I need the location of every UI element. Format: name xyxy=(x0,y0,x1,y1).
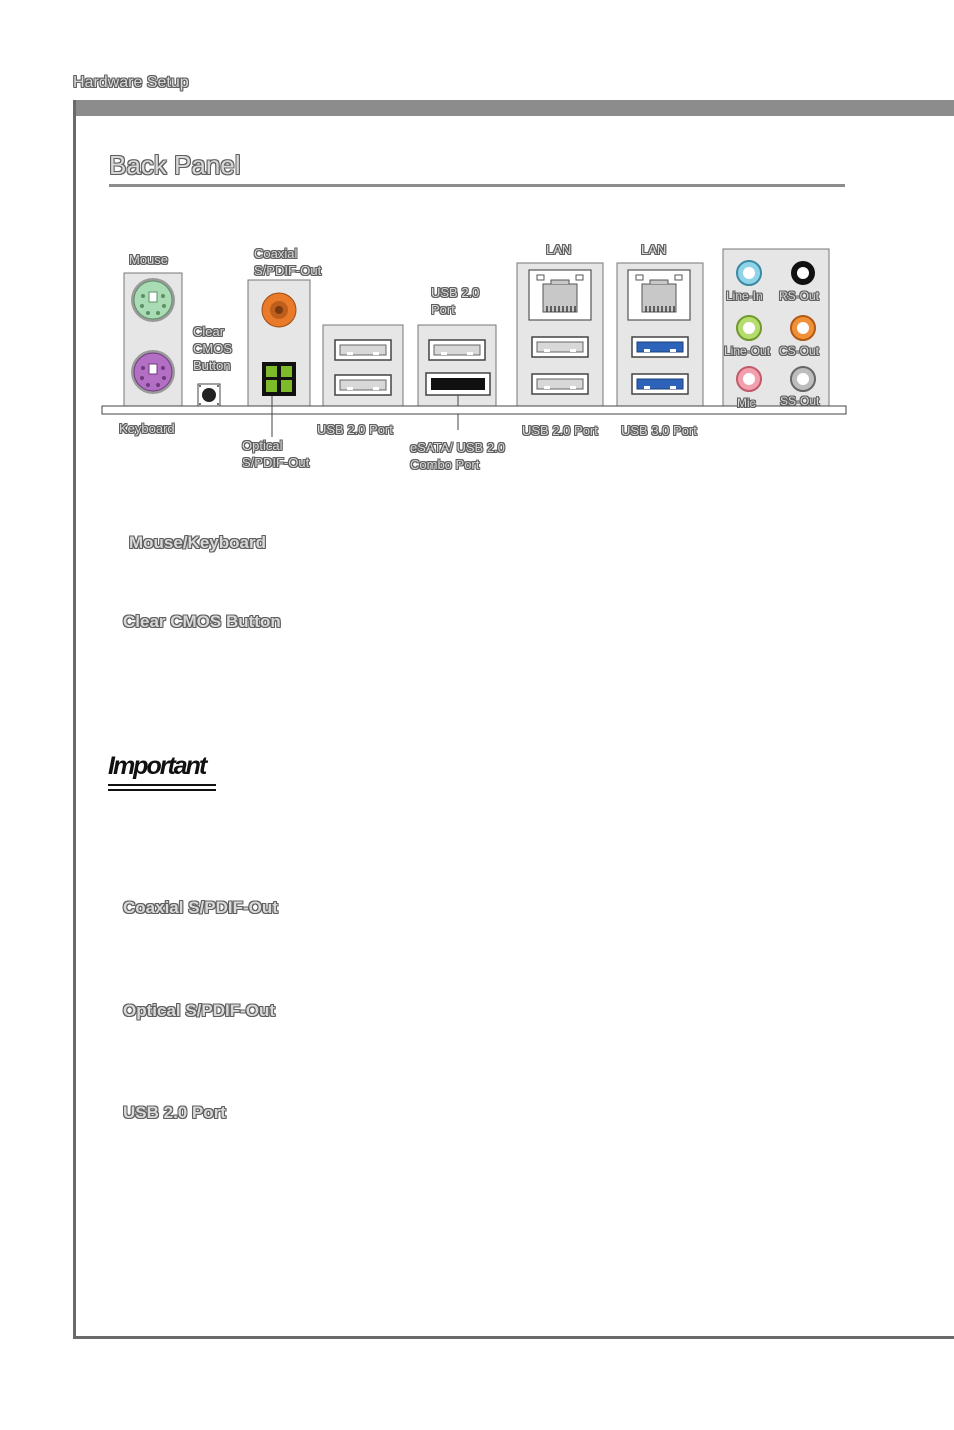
usb20-port-label-a: USB 2.0 Port xyxy=(317,422,393,437)
esata-label-2: Combo Port xyxy=(410,457,480,472)
clear-cmos-label-3: Button xyxy=(193,358,231,373)
heading-clear-cmos: Clear CMOS Button xyxy=(123,612,281,631)
optical-label-2: S/PDIF-Out xyxy=(242,455,310,470)
usb20-port-label-b: USB 2.0 Port xyxy=(522,423,598,438)
keyboard-label: Keyboard xyxy=(119,421,175,436)
header-bar xyxy=(73,100,954,116)
spdif-block xyxy=(247,279,311,409)
optical-label-1: Optical xyxy=(242,438,283,453)
left-frame-line xyxy=(73,100,76,1339)
clear-cmos-label-2: CMOS xyxy=(193,341,232,356)
clear-cmos-button-drawing xyxy=(197,383,221,407)
mouse-label: Mouse xyxy=(129,252,169,267)
running-header: Hardware Setup xyxy=(73,74,189,91)
title-underline xyxy=(109,184,845,187)
back-panel-diagram xyxy=(101,248,847,437)
important-underline-2 xyxy=(108,789,216,791)
esata-label-1: eSATA/ USB 2.0 xyxy=(410,440,505,455)
line-out-label: Line-Out xyxy=(724,344,771,358)
rs-out-label: RS-Out xyxy=(779,289,820,303)
audio-block xyxy=(722,248,830,409)
important-underline-1 xyxy=(108,784,216,786)
usb20-top-label-1: USB 2.0 xyxy=(431,285,480,300)
cs-out-label: CS-Out xyxy=(779,344,820,358)
heading-optical-spdif: Optical S/PDIF-Out xyxy=(123,1001,276,1020)
lan-usb30-block xyxy=(616,262,704,409)
lan-label-1: LAN xyxy=(546,242,572,257)
page-title: Back Panel xyxy=(109,150,241,180)
heading-coaxial-spdif: Coaxial S/PDIF-Out xyxy=(123,898,278,917)
usb20-block-a xyxy=(322,324,404,409)
coaxial-label-2: S/PDIF-Out xyxy=(254,263,322,278)
coaxial-label-1: Coaxial xyxy=(254,246,298,261)
line-in-label: Line-In xyxy=(726,289,763,303)
lan-usb20-block xyxy=(516,262,604,409)
usb30-port-label: USB 3.0 Port xyxy=(621,423,697,438)
heading-usb20-port: USB 2.0 Port xyxy=(123,1103,226,1122)
lan-label-2: LAN xyxy=(641,242,667,257)
ss-out-label: SS-Out xyxy=(780,394,820,408)
ps2-block xyxy=(123,272,183,409)
important-heading: Important xyxy=(108,752,207,780)
clear-cmos-label-1: Clear xyxy=(193,324,225,339)
mic-label: Mic xyxy=(737,396,756,410)
heading-mouse-keyboard: Mouse/Keyboard xyxy=(129,533,266,552)
bottom-frame-line xyxy=(73,1336,954,1339)
usb20-top-label-2: Port xyxy=(431,302,455,317)
